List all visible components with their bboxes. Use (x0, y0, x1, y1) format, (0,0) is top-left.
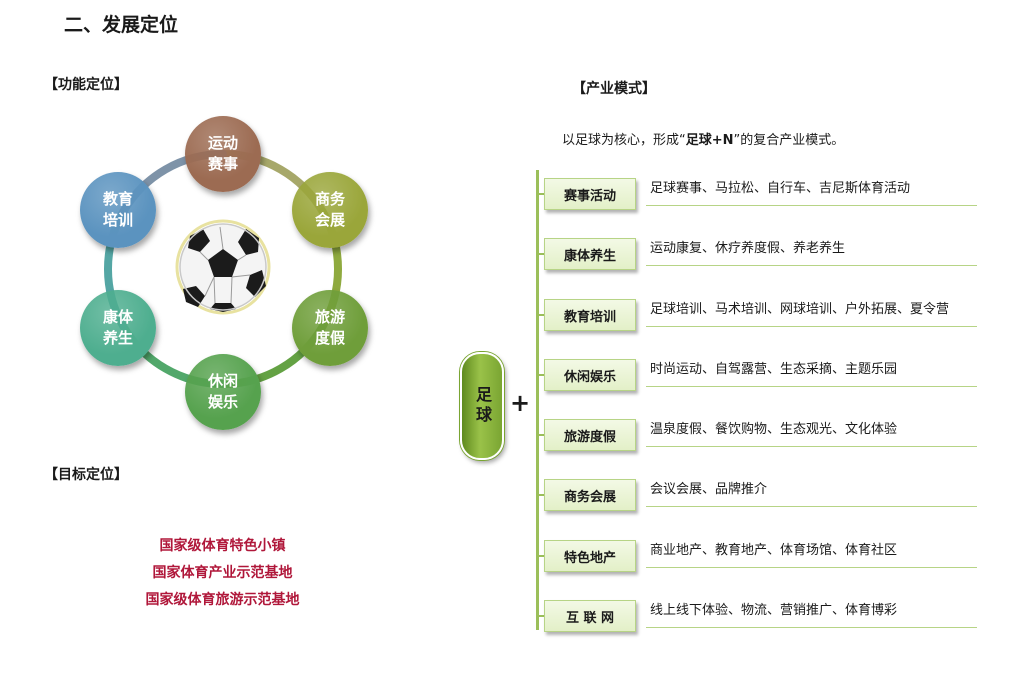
industry-section-label: 【产业模式】 (572, 81, 656, 97)
category-underline (646, 326, 977, 327)
category-box: 休闲娱乐 (544, 359, 636, 391)
node-label: 教育 培训 (102, 190, 133, 229)
category-box: 赛事活动 (544, 178, 636, 210)
category-box: 教育培训 (544, 299, 636, 331)
node-label: 运动 赛事 (207, 134, 238, 173)
category-name: 旅游度假 (563, 429, 616, 445)
category-desc: 运动康复、休疗养度假、养老养生 (650, 241, 846, 256)
category-underline (646, 205, 977, 206)
category-name: 特色地产 (563, 550, 616, 566)
goal-section-label: 【目标定位】 (44, 467, 128, 483)
goal-item: 国家级体育旅游示范基地 (145, 592, 300, 608)
category-underline (646, 506, 977, 507)
node-label: 商务 会展 (314, 190, 345, 229)
function-section-label: 【功能定位】 (44, 77, 128, 93)
node-health-wellness: 康体 养生 (80, 290, 156, 366)
plus-sign: + (510, 389, 531, 417)
core-football-label: 足球 (473, 386, 492, 426)
category-underline (646, 265, 977, 266)
bracket-tick (536, 314, 546, 316)
page-title: 二、发展定位 (64, 14, 179, 36)
node-label: 休闲 娱乐 (207, 372, 238, 411)
bracket-tick (536, 253, 546, 255)
intro-bold: 足球+N (685, 133, 734, 148)
category-desc: 足球培训、马术培训、网球培训、户外拓展、夏令营 (650, 302, 950, 317)
category-underline (646, 627, 977, 628)
category-box: 互 联 网 (544, 600, 636, 632)
node-education-training: 教育 培训 (80, 172, 156, 248)
category-box: 特色地产 (544, 540, 636, 572)
goal-item: 国家体育产业示范基地 (152, 565, 293, 581)
category-desc: 会议会展、品牌推介 (650, 482, 768, 497)
category-underline (646, 446, 977, 447)
category-box: 康体养生 (544, 238, 636, 270)
node-leisure-entertainment: 休闲 娱乐 (185, 354, 261, 430)
core-football-pill: 足球 (460, 352, 504, 460)
category-desc: 线上线下体验、物流、营销推广、体育博彩 (650, 603, 898, 618)
soccer-ball-icon (175, 219, 271, 315)
bracket-tick (536, 374, 546, 376)
goal-item: 国家级体育特色小镇 (159, 538, 286, 554)
category-name: 商务会展 (563, 489, 616, 505)
category-name: 教育培训 (563, 309, 616, 325)
category-desc: 时尚运动、自驾露营、生态采摘、主题乐园 (650, 362, 898, 377)
bracket-tick (536, 494, 546, 496)
category-desc: 商业地产、教育地产、体育场馆、体育社区 (650, 543, 898, 558)
bracket-tick (536, 193, 546, 195)
node-label: 康体 养生 (102, 308, 133, 347)
node-label: 旅游 度假 (314, 308, 345, 347)
category-box: 旅游度假 (544, 419, 636, 451)
bracket-tick (536, 434, 546, 436)
category-desc: 温泉度假、餐饮购物、生态观光、文化体验 (650, 422, 898, 437)
category-name: 赛事活动 (563, 188, 616, 204)
category-bracket (536, 170, 539, 630)
category-name: 休闲娱乐 (563, 369, 616, 385)
node-business-exhibition: 商务 会展 (292, 172, 368, 248)
category-name: 互 联 网 (565, 610, 615, 626)
industry-intro: 以足球为核心，形成“足球+N”的复合产业模式。 (562, 129, 844, 148)
node-sports-events: 运动 赛事 (185, 116, 261, 192)
intro-prefix: 以足球为核心，形成“ (562, 133, 686, 148)
category-underline (646, 567, 977, 568)
category-desc: 足球赛事、马拉松、自行车、吉尼斯体育活动 (650, 181, 911, 196)
category-name: 康体养生 (563, 248, 616, 264)
category-box: 商务会展 (544, 479, 636, 511)
bracket-tick (536, 555, 546, 557)
category-underline (646, 386, 977, 387)
node-tourism-vacation: 旅游 度假 (292, 290, 368, 366)
intro-suffix: ”的复合产业模式。 (733, 133, 845, 148)
bracket-tick (536, 615, 546, 617)
